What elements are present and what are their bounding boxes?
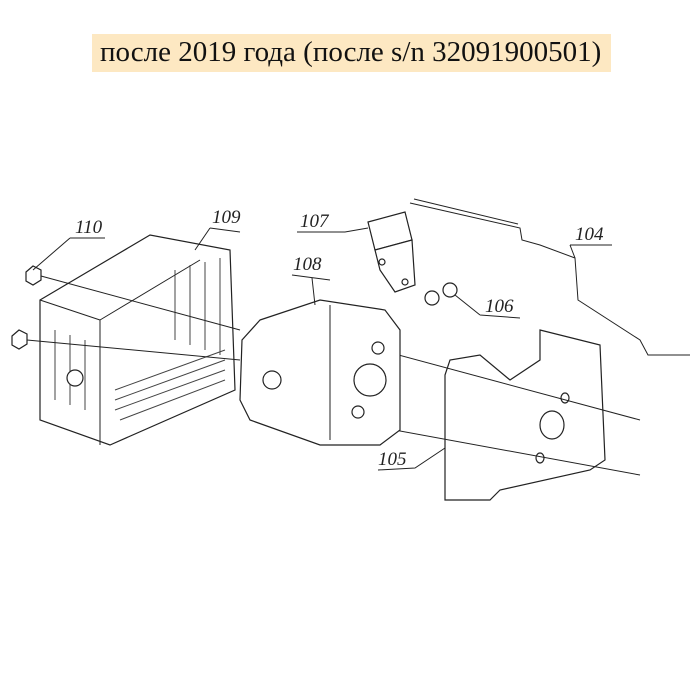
part-107-bracket [367,211,416,293]
part-104-rod [409,198,690,356]
label-107: 107 [300,211,330,232]
part-110-nuts [11,265,241,361]
label-110: 110 [75,217,103,238]
label-106: 106 [485,296,514,317]
part-108-muffler [239,299,401,446]
label-105: 105 [378,449,407,470]
part-109-guard [39,234,236,446]
part-106-bolts [424,282,458,306]
title-text: после 2019 года (после s/n 32091900501) [100,36,602,68]
label-108: 108 [293,254,322,275]
callouts: 110 109 107 108 104 106 105 [32,207,612,471]
title-banner: после 2019 года (после s/n 32091900501) [92,34,611,72]
label-109: 109 [212,207,241,228]
label-104: 104 [575,224,604,245]
part-105-heat-shield [339,329,641,501]
